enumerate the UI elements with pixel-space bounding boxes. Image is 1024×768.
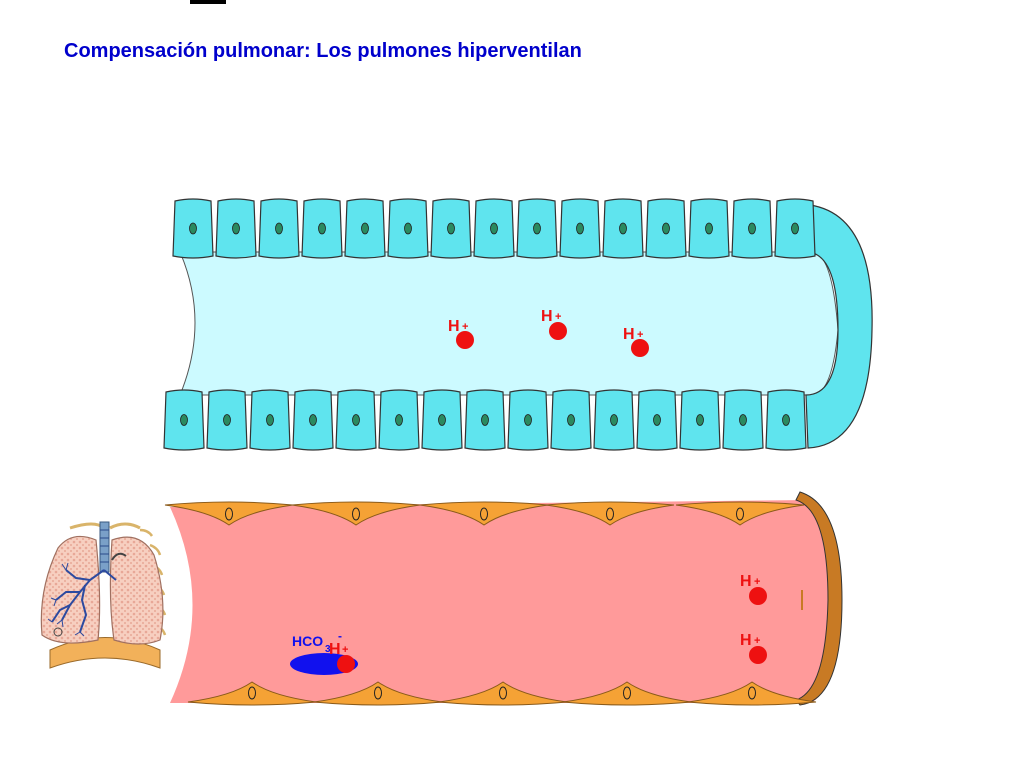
airway-epithelial-cell <box>464 389 506 451</box>
vessel-end-wall <box>795 491 843 706</box>
airway-bottom-cell-row <box>163 389 807 451</box>
h-ion-dot <box>631 339 649 357</box>
plus-sign: + <box>637 329 643 341</box>
lungs-illustration <box>40 521 167 669</box>
airway-epithelial-cell <box>559 198 601 259</box>
airway-tube <box>163 198 873 451</box>
airway-top-cell-row <box>172 198 816 259</box>
h-ion-airway-3: H + <box>623 326 649 357</box>
endothelial-cell <box>291 501 421 526</box>
airway-epithelial-cell <box>378 389 420 451</box>
airway-epithelial-cell <box>774 198 816 259</box>
hco3-label: HCO <box>292 633 323 649</box>
h-ion-label: H <box>740 573 752 590</box>
endothelial-cell <box>562 681 692 706</box>
airway-epithelial-cell <box>292 389 334 451</box>
h-ion-airway-2: H + <box>541 308 567 340</box>
endothelial-cell <box>164 501 294 526</box>
airway-epithelial-cell <box>215 198 257 259</box>
endothelial-cell <box>313 681 443 706</box>
h-ion-label: H <box>329 641 341 658</box>
airway-epithelial-cell <box>163 389 205 451</box>
airway-epithelial-cell <box>172 198 214 259</box>
airway-lumen <box>179 251 839 396</box>
airway-ions: H + H + H + <box>448 308 649 357</box>
h-ion-dot <box>337 655 355 673</box>
plus-sign: + <box>754 635 760 647</box>
airway-epithelial-cell <box>344 198 386 259</box>
endothelial-cell <box>438 681 568 706</box>
airway-epithelial-cell <box>335 389 377 451</box>
h-ion-vessel-2: H + <box>740 632 767 664</box>
airway-epithelial-cell <box>249 389 291 451</box>
endothelial-cell <box>545 501 675 526</box>
h-ion-label: H <box>448 318 460 335</box>
airway-epithelial-cell <box>765 389 807 451</box>
h-ion-airway-1: H + <box>448 318 474 349</box>
h-ion-label: H <box>740 632 752 649</box>
airway-epithelial-cell <box>645 198 687 259</box>
hco3-subscript: 3 <box>325 644 331 655</box>
vessel-lumen <box>170 500 834 703</box>
endothelial-cell <box>675 501 805 526</box>
airway-epithelial-cell <box>593 389 635 451</box>
airway-epithelial-cell <box>301 198 343 259</box>
airway-epithelial-cell <box>473 198 515 259</box>
airway-epithelial-cell <box>421 389 463 451</box>
page-title: Compensación pulmonar: Los pulmones hipe… <box>64 40 582 62</box>
plus-sign: + <box>754 576 760 588</box>
airway-epithelial-cell <box>430 198 472 259</box>
endothelial-cell <box>687 681 817 706</box>
blood-vessel <box>164 491 843 706</box>
airway-epithelial-cell <box>602 198 644 259</box>
airway-epithelial-cell <box>731 198 773 259</box>
airway-epithelial-cell <box>722 389 764 451</box>
minus-sign: - <box>338 629 342 643</box>
airway-epithelial-cell <box>516 198 558 259</box>
vessel-ions: H + H + HCO 3 - H + <box>290 573 767 675</box>
h-ion-dot <box>456 331 474 349</box>
airway-epithelial-cell <box>206 389 248 451</box>
airway-epithelial-cell <box>688 198 730 259</box>
h-ion-dot <box>749 587 767 605</box>
bicarbonate-complex: HCO 3 - H + <box>290 629 358 675</box>
h-ion-vessel-1: H + <box>740 573 767 605</box>
endothelial-cell <box>187 681 317 706</box>
h-ion-label: H <box>623 326 635 343</box>
airway-epithelial-cell <box>387 198 429 259</box>
top-bar-fragment <box>190 0 226 4</box>
airway-epithelial-cell <box>507 389 549 451</box>
airway-epithelial-cell <box>258 198 300 259</box>
airway-epithelial-cell <box>636 389 678 451</box>
plus-sign: + <box>342 644 348 656</box>
endothelial-cell <box>419 501 549 526</box>
airway-epithelial-cell <box>679 389 721 451</box>
vessel-bottom-endothelium <box>187 681 817 706</box>
airway-epithelial-cell <box>550 389 592 451</box>
h-ion-dot <box>549 322 567 340</box>
h-ion-dot <box>749 646 767 664</box>
h-ion-label: H <box>541 308 553 325</box>
plus-sign: + <box>555 311 561 323</box>
airway-end-wall <box>805 204 873 449</box>
vessel-top-endothelium <box>164 501 805 526</box>
plus-sign: + <box>462 321 468 333</box>
